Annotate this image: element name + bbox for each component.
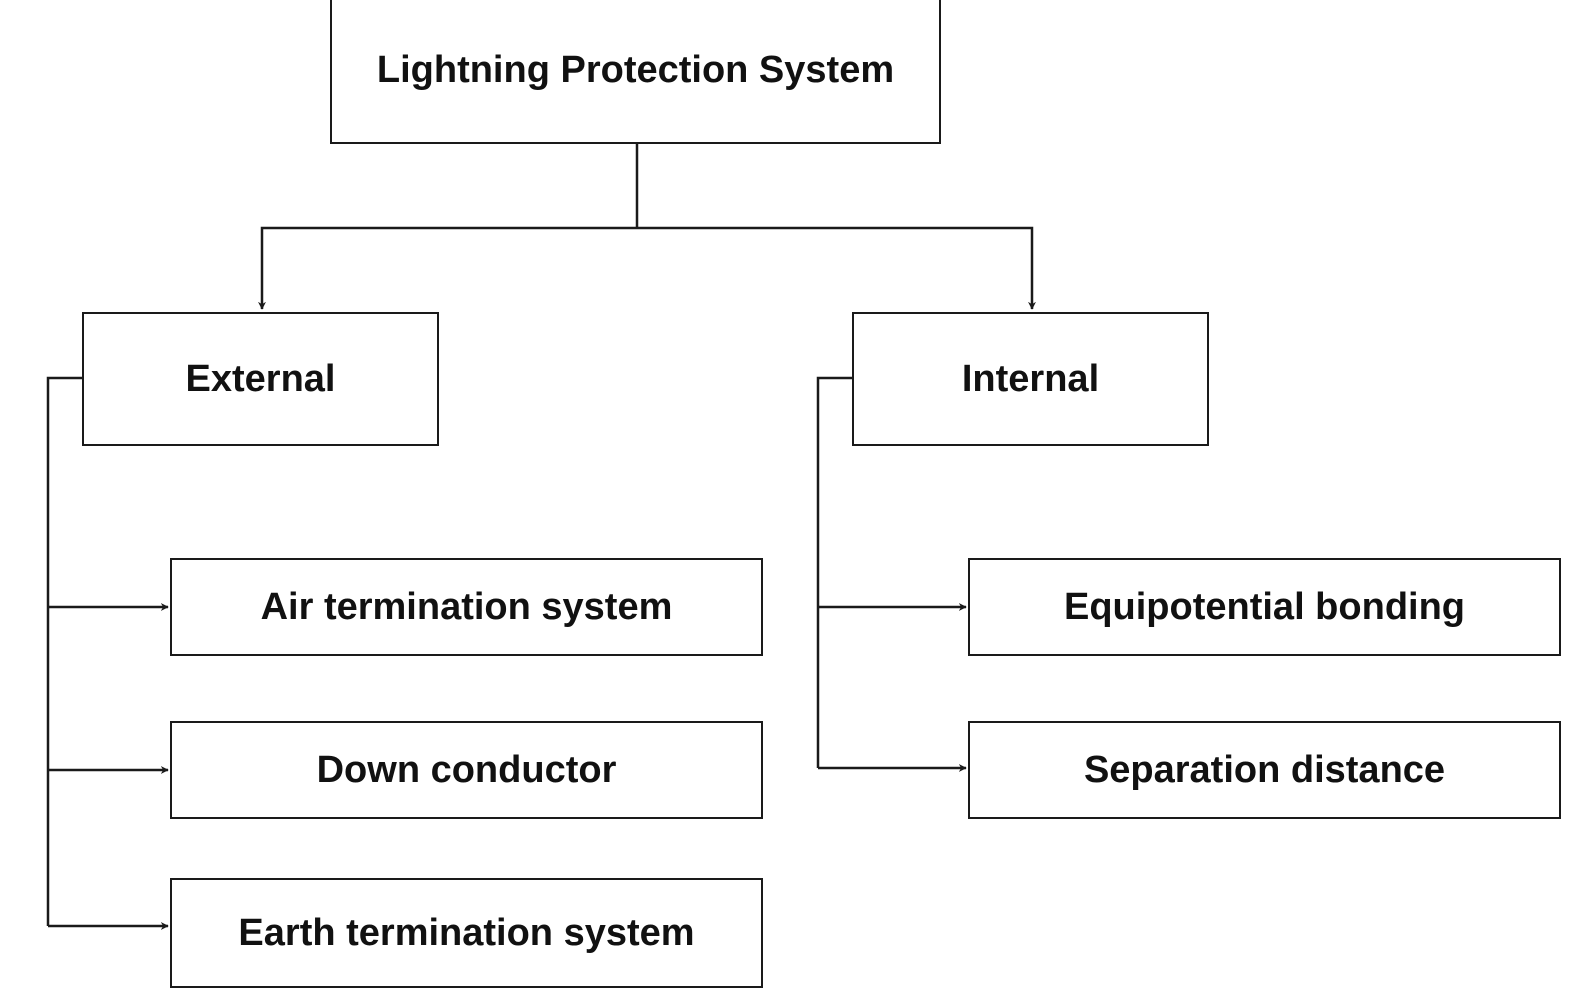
root-node: Lightning Protection System <box>330 0 941 144</box>
equipotential-bonding-label: Equipotential bonding <box>1063 585 1466 628</box>
internal-node-label: Internal <box>961 357 1100 400</box>
down-conductor-label: Down conductor <box>316 748 617 791</box>
external-spine-line <box>46 376 83 926</box>
equipotential-bonding-node: Equipotential bonding <box>968 558 1561 656</box>
external-node-label: External <box>185 357 336 400</box>
internal-node: Internal <box>852 312 1209 446</box>
air-termination-system-label: Air termination system <box>260 585 673 628</box>
internal-spine-line <box>816 376 853 768</box>
separation-distance-label: Separation distance <box>1083 748 1446 791</box>
earth-termination-system-label: Earth termination system <box>238 911 695 954</box>
earth-termination-system-node: Earth termination system <box>170 878 763 988</box>
air-termination-system-node: Air termination system <box>170 558 763 656</box>
separation-distance-node: Separation distance <box>968 721 1561 819</box>
connector-root-to-external <box>258 226 637 310</box>
root-node-label: Lightning Protection System <box>376 48 895 91</box>
connector-root-to-internal <box>637 226 1036 310</box>
down-conductor-node: Down conductor <box>170 721 763 819</box>
external-node: External <box>82 312 439 446</box>
